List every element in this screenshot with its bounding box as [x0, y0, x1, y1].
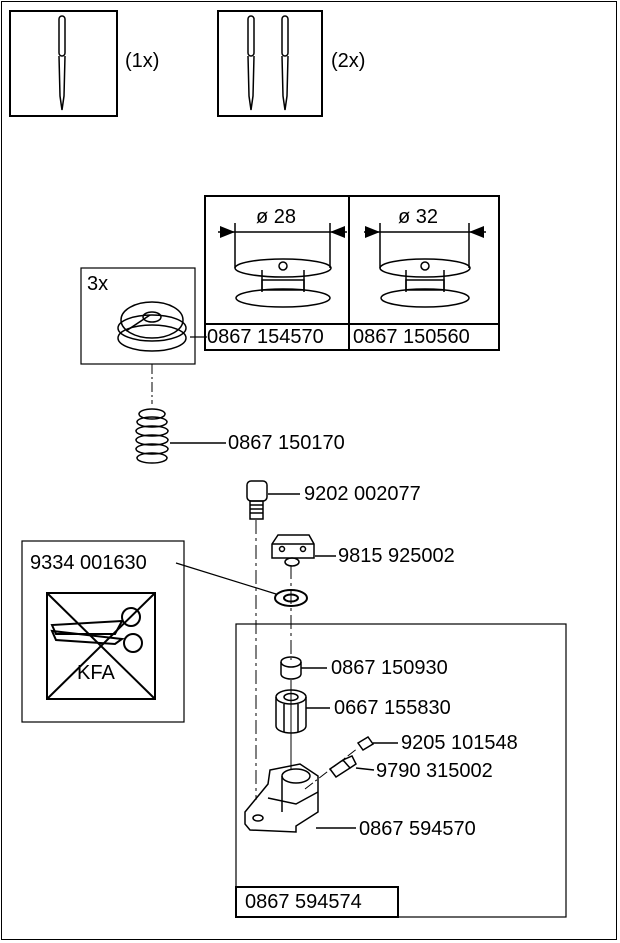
- washer-drawing: [175, 562, 308, 607]
- bobbin-icon: [117, 301, 187, 352]
- bobbin-qty: 3x: [87, 273, 109, 295]
- bushing-drawing: [280, 656, 327, 680]
- assembly-box: [235, 623, 567, 918]
- kfa-label: KFA: [77, 662, 115, 684]
- kfa-box: [21, 540, 185, 723]
- nut-part-number: 0667 155830: [334, 697, 451, 719]
- screw-drawing: [246, 480, 300, 520]
- spring-drawing: [135, 408, 226, 464]
- needle-single-qty: (1x): [125, 50, 160, 72]
- bracket-part-number: 0867 594570: [359, 818, 476, 840]
- nut-drawing: [275, 689, 330, 734]
- set-screw-drawing: [304, 736, 398, 790]
- nipple-part-number: 9790 315002: [376, 760, 493, 782]
- bobbin-small-part-number: 0867 154570: [207, 326, 324, 348]
- needle-double-box: [217, 10, 323, 117]
- screw-part-number: 9202 002077: [304, 483, 421, 505]
- assembly-part-number: 0867 594574: [245, 891, 362, 913]
- no-scissors-icon: [46, 592, 156, 700]
- needle-icon: [247, 15, 289, 111]
- bobbin-large-part-number: 0867 150560: [353, 326, 470, 348]
- nipple-drawing: [328, 755, 375, 779]
- washer-part-number: 9334 001630: [30, 552, 147, 574]
- bobbin-small-drawing: [218, 223, 347, 308]
- bushing-part-number: 0867 150930: [331, 657, 448, 679]
- bobbin-3x-box: [80, 267, 207, 365]
- set-screw-part-number: 9205 101548: [401, 732, 518, 754]
- bobbin-large-drawing: [364, 223, 486, 308]
- bobbin-large-diameter: ø 32: [398, 206, 439, 228]
- needle-single-box: [9, 10, 118, 117]
- block-part-number: 9815 925002: [338, 545, 455, 567]
- needle-double-qty: (2x): [331, 50, 366, 72]
- bracket-drawing: [244, 763, 356, 833]
- needle-icon: [58, 15, 66, 111]
- bobbin-small-diameter: ø 28: [256, 206, 297, 228]
- spring-part-number: 0867 150170: [228, 432, 345, 454]
- bobbin-comparison-box: [204, 195, 500, 351]
- block-drawing: [271, 534, 336, 567]
